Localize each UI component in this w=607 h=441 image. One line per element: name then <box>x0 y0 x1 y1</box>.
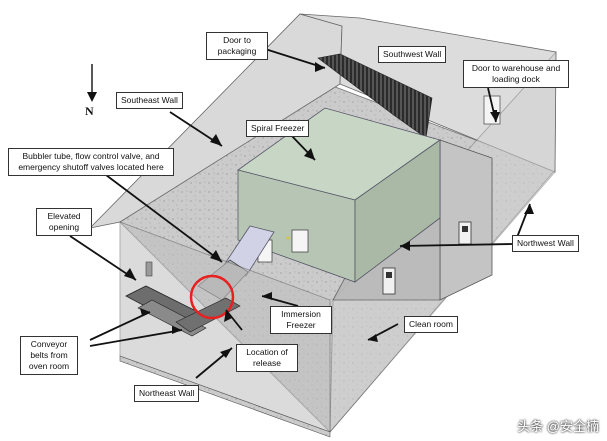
label-elevated-opening: Elevated opening <box>36 208 92 236</box>
clean-room-door <box>458 221 472 245</box>
label-spiral-freezer: Spiral Freezer <box>246 120 310 137</box>
northeast-wall-base <box>119 355 331 438</box>
clean-room-door-window <box>462 226 468 232</box>
label-location-release: Location of release <box>236 344 298 372</box>
label-southwest-wall: Southwest Wall <box>378 46 447 63</box>
conveyor-belt-3 <box>175 297 241 333</box>
warehouse-door <box>483 95 501 125</box>
packaging-door-curtain <box>317 53 433 139</box>
freezer-indicator <box>286 236 290 240</box>
clean-room-door-2-window <box>386 272 392 278</box>
arrow-heads <box>124 62 534 358</box>
clean-room-wall <box>439 139 493 301</box>
label-clean-room: Clean room <box>404 316 458 333</box>
label-northeast-wall: Northeast Wall <box>134 385 200 402</box>
label-southeast-wall: Southeast Wall <box>116 92 183 109</box>
clean-room-door-2 <box>382 267 396 295</box>
release-location-circle <box>189 274 235 320</box>
label-conveyor: Conveyor belts from oven room <box>20 336 78 375</box>
label-northwest-wall: Northwest Wall <box>512 235 579 252</box>
north-label: N <box>85 104 94 118</box>
label-bubbler: Bubbler tube, flow control valve, and em… <box>8 148 174 176</box>
label-door-packaging: Door to packaging <box>206 32 268 60</box>
elevated-opening-slot <box>145 261 153 277</box>
label-immersion-freezer: Immersion Freezer <box>270 306 332 334</box>
north-arrow-icon <box>87 64 97 102</box>
spiral-freezer-side <box>354 139 441 283</box>
watermark: 头条 @安全楠 <box>517 419 599 434</box>
freezer-panel <box>291 229 309 253</box>
label-door-warehouse: Door to warehouse and loading dock <box>463 60 569 88</box>
